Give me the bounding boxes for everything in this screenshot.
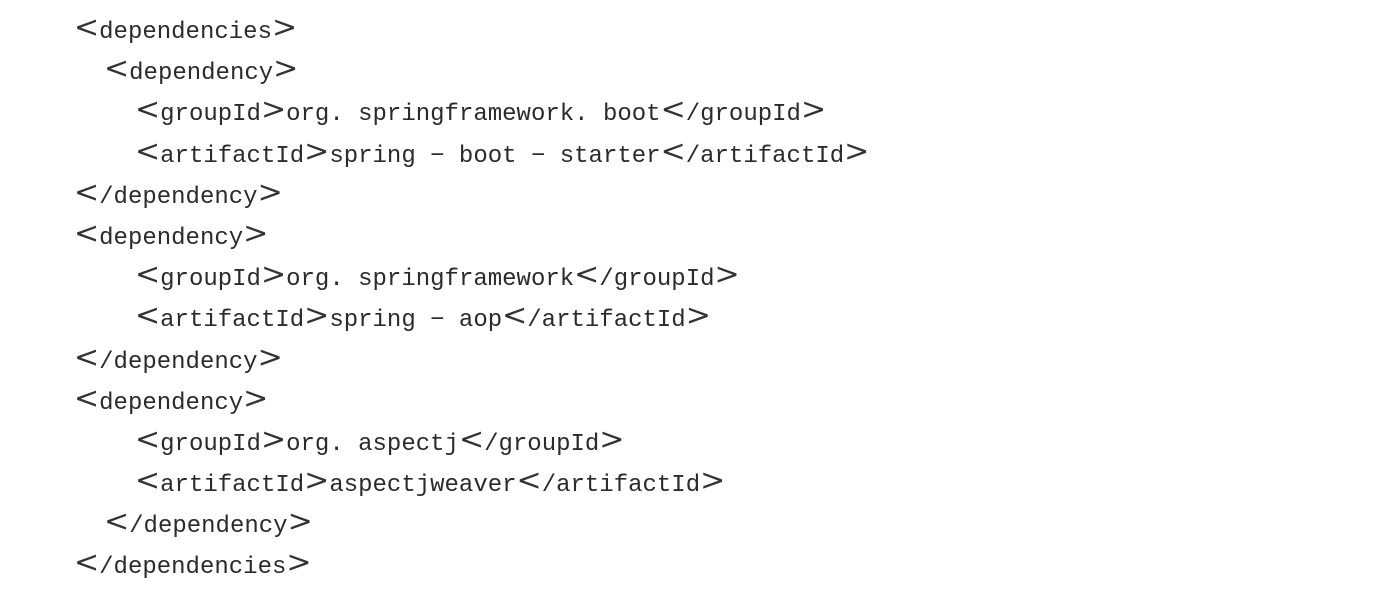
lt-bracket: < [516, 463, 542, 499]
closing-tag-name: /artifactId [685, 142, 845, 170]
gt-bracket: > [844, 133, 870, 169]
gt-bracket: > [304, 133, 330, 169]
code-line-dependency-open: <dependency> [0, 49, 1400, 90]
closing-tag-name: /artifactId [527, 307, 686, 335]
code-line-groupid: <groupId>org. aspectj</groupId> [0, 420, 1400, 461]
gt-bracket: > [271, 10, 298, 45]
code-line-groupid: <groupId>org. springframework. boot</gro… [0, 90, 1400, 131]
tag-name: dependency [99, 389, 244, 417]
gt-bracket: > [599, 421, 625, 457]
code-line-dependency-close: </dependency> [0, 338, 1400, 379]
lt-bracket: < [104, 504, 130, 540]
closing-tag-name: /groupId [484, 430, 600, 458]
tag-name: /dependency [129, 513, 288, 541]
lt-bracket: < [660, 133, 686, 169]
gt-bracket: > [685, 298, 711, 334]
code-line-artifactid: <artifactId>aspectjweaver</artifactId> [0, 461, 1400, 502]
gt-bracket: > [700, 463, 726, 499]
gt-bracket: > [243, 215, 269, 251]
lt-bracket: < [574, 257, 600, 293]
lt-bracket: < [135, 92, 161, 128]
lt-bracket: < [502, 298, 528, 334]
element-value: spring − boot − starter [329, 142, 661, 170]
code-line-artifactid: <artifactId>spring − boot − starter</art… [0, 132, 1400, 173]
tag-name: artifactId [160, 307, 305, 335]
closing-tag-name: /artifactId [541, 472, 701, 500]
code-line-dependency-close: </dependency> [0, 173, 1400, 214]
gt-bracket: > [257, 339, 283, 375]
code-line-dependencies-close: </dependencies> [0, 543, 1400, 584]
gt-bracket: > [260, 257, 287, 293]
lt-bracket: < [74, 174, 100, 210]
tag-name: artifactId [160, 142, 305, 170]
lt-bracket: < [135, 463, 161, 499]
lt-bracket: < [135, 421, 161, 457]
tag-name: groupId [160, 101, 261, 129]
lt-bracket: < [660, 92, 686, 128]
gt-bracket: > [243, 380, 269, 416]
code-line-artifactid: <artifactId>spring − aop</artifactId> [0, 296, 1400, 337]
lt-bracket: < [74, 215, 100, 251]
element-value: org. springframework [286, 266, 575, 294]
lt-bracket: < [74, 380, 100, 416]
tag-name: dependency [129, 60, 274, 88]
code-line-groupid: <groupId>org. springframework</groupId> [0, 255, 1400, 296]
lt-bracket: < [458, 421, 485, 457]
lt-bracket: < [135, 133, 161, 169]
gt-bracket: > [260, 92, 287, 128]
element-value: spring − aop [329, 307, 503, 335]
closing-tag-name: /groupId [685, 101, 801, 129]
element-value: org. springframework. boot [286, 101, 661, 129]
element-value: org. aspectj [286, 430, 459, 458]
code-line-dependency-open: <dependency> [0, 379, 1400, 420]
gt-bracket: > [800, 92, 827, 128]
gt-bracket: > [273, 51, 299, 87]
tag-name: dependencies [99, 19, 272, 46]
gt-bracket: > [714, 257, 740, 293]
xml-code-block: <dependencies> <dependency> <groupId>org… [0, 8, 1400, 585]
gt-bracket: > [304, 298, 330, 334]
code-line-dependency-close: </dependency> [0, 502, 1400, 543]
closing-tag-name: /groupId [599, 266, 715, 294]
tag-name: /dependency [99, 183, 258, 211]
gt-bracket: > [257, 174, 283, 210]
tag-name: artifactId [160, 472, 305, 500]
gt-bracket: > [304, 463, 330, 499]
tag-name: groupId [160, 266, 261, 294]
lt-bracket: < [135, 257, 161, 293]
gt-bracket: > [286, 545, 312, 581]
lt-bracket: < [74, 339, 100, 375]
tag-name: /dependency [99, 348, 258, 376]
tag-name: /dependencies [99, 554, 287, 582]
code-line-dependencies-open: <dependencies> [0, 8, 1400, 49]
lt-bracket: < [135, 298, 161, 334]
tag-name: dependency [99, 224, 244, 252]
gt-bracket: > [287, 504, 313, 540]
lt-bracket: < [74, 10, 100, 45]
element-value: aspectjweaver [329, 472, 517, 500]
gt-bracket: > [260, 421, 287, 457]
tag-name: groupId [160, 430, 261, 458]
code-line-dependency-open: <dependency> [0, 214, 1400, 255]
lt-bracket: < [74, 545, 100, 581]
lt-bracket: < [104, 51, 130, 87]
